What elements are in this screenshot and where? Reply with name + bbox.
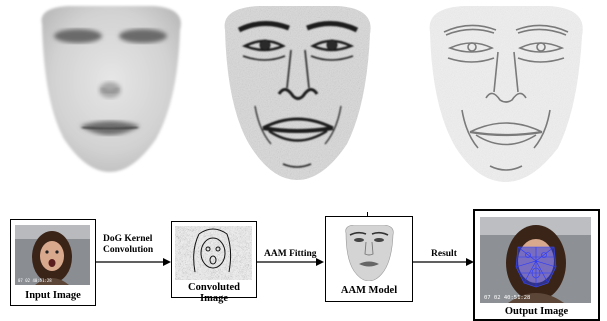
grayscale-face-image [28,4,193,174]
arrow-dog-convolution [95,257,171,267]
input-image-caption: Input Image [11,290,95,301]
dog-filtered-face-image [215,4,380,182]
output-timestamp: 07 02 40:51:28 [484,295,530,301]
output-photo: 07 02 40:51:28 [480,217,591,303]
aam-box-tick [367,212,368,217]
aam-model-face [342,225,396,281]
aam-model-caption: AAM Model [326,285,412,296]
edge-sketch-face-image [418,4,593,184]
input-image-box: 07 02 40:51:28 Input Image [10,219,96,306]
aam-fitting-label: AAM Fitting [264,249,324,260]
convoluted-image-caption: Convoluted Image [180,282,248,304]
convoluted-photo [175,226,252,280]
convoluted-image-box: Convoluted Image [171,221,257,298]
output-image-caption: Output Image [475,306,598,317]
aam-model-box: AAM Model [325,216,413,302]
input-photo: 07 02 40:51:28 [15,225,90,285]
dog-kernel-convolution-label: DoG Kernel Convolution [103,234,165,256]
input-timestamp: 07 02 40:51:28 [18,278,52,283]
output-image-box: 07 02 40:51:28 Output Image [473,209,600,321]
result-label: Result [431,249,471,260]
